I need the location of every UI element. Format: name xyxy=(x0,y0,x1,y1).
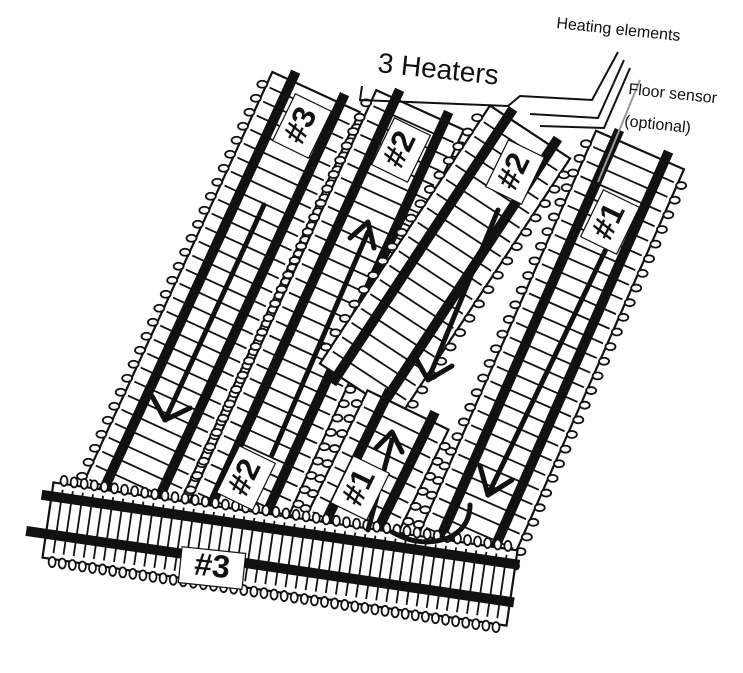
diagram-title: 3 Heaters xyxy=(376,47,500,91)
flow-arrow-strip-2-up-head xyxy=(347,219,377,251)
heater-strips xyxy=(25,69,688,633)
lead-wires xyxy=(358,51,641,183)
flow-arrow-strip-2-down-head xyxy=(411,352,455,383)
floor-sensor-callout: Floor sensor xyxy=(628,81,719,107)
flow-arrow-strip-1-down xyxy=(485,242,611,498)
flow-arrow-strip-3 xyxy=(162,202,267,423)
heating-element-lead-1 xyxy=(358,51,619,108)
heater-strip-3-bottom xyxy=(25,475,521,633)
return-loop-wire xyxy=(389,502,473,545)
strip-label-3-bottom: #3 xyxy=(193,546,232,586)
heating-element-lead-2 xyxy=(529,59,625,120)
flow-arrow-strip-1-up-head xyxy=(373,429,405,455)
flow-arrow-strip-1-down-head xyxy=(477,463,515,498)
title-group: 3 Heaters xyxy=(376,47,500,91)
strip-labels: #3 #2 #2 #1 #2 #1 #3 xyxy=(177,93,641,590)
heating-elements-callout: Heating elements xyxy=(556,15,682,45)
flow-arrow-strip-2-up xyxy=(269,229,371,458)
flow-arrow-strip-2-down xyxy=(425,207,501,383)
flow-arrows xyxy=(149,202,611,545)
floor-sensor-optional-note: (optional) xyxy=(624,113,692,137)
heating-element-lead-3 xyxy=(539,67,631,130)
callouts: Heating elements Floor sensor (optional) xyxy=(556,15,719,137)
flow-arrow-strip-3-head xyxy=(149,393,193,423)
floor-sensor-wire xyxy=(597,79,641,183)
